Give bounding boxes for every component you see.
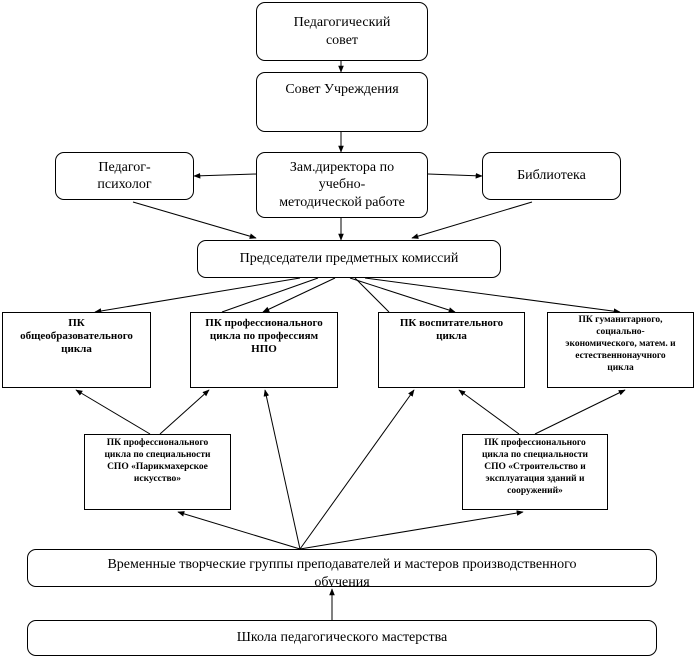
node-pedagog-psycholog: Педагог- психолог [55, 152, 194, 200]
edge-fan-line-1 [221, 277, 319, 313]
node-pk-humanitarian: ПК гуманитарного, социально- экономическ… [547, 312, 694, 388]
node-sovet-uchrezhdeniya: Совет Учреждения [256, 72, 428, 132]
edge-groups-to-pk3 [299, 389, 415, 550]
edge-fan-line-2 [354, 277, 390, 313]
edge-zam-to-psych [193, 172, 257, 179]
node-pk-educational: ПК воспитательного цикла [378, 312, 525, 388]
node-library: Библиотека [482, 152, 621, 200]
edge-pk6-to-pk4 [534, 389, 626, 435]
edge-psych-to-pred [132, 201, 257, 239]
node-pk-npo: ПК профессионального цикла по профессиям… [190, 312, 338, 388]
node-zam-director: Зам.директора по учебно- методической ра… [256, 152, 428, 218]
edge-groups-to-pk2 [263, 389, 301, 550]
node-ped-sovet: Педагогический совет [256, 2, 428, 61]
node-pk-construction: ПК профессионального цикла по специально… [462, 434, 608, 510]
edge-zam-to-lib [427, 172, 483, 179]
edge-pk6-to-pk3 [458, 389, 520, 435]
edge-pred-to-pk4 [364, 277, 621, 314]
edge-pk5-to-pk2 [159, 389, 210, 435]
edge-pk5-to-pk1 [75, 389, 151, 435]
node-pk-general: ПК общеобразовательного цикла [2, 312, 151, 388]
edge-lib-to-pred [411, 201, 533, 239]
node-school-of-mastery: Школа педагогического мастерства [27, 620, 657, 656]
edge-pred-to-pk2 [262, 277, 336, 313]
node-creative-groups: Временные творческие группы преподавател… [27, 549, 657, 587]
node-pk-hairdressing: ПК профессионального цикла по специально… [84, 434, 231, 510]
edge-groups-to-pk5 [177, 511, 301, 550]
node-chairs-of-commissions: Председатели предметных комиссий [197, 240, 501, 278]
edge-pred-to-pk1 [94, 277, 301, 314]
edge-pred-to-pk3 [349, 277, 456, 313]
edge-groups-to-pk6 [299, 510, 524, 550]
